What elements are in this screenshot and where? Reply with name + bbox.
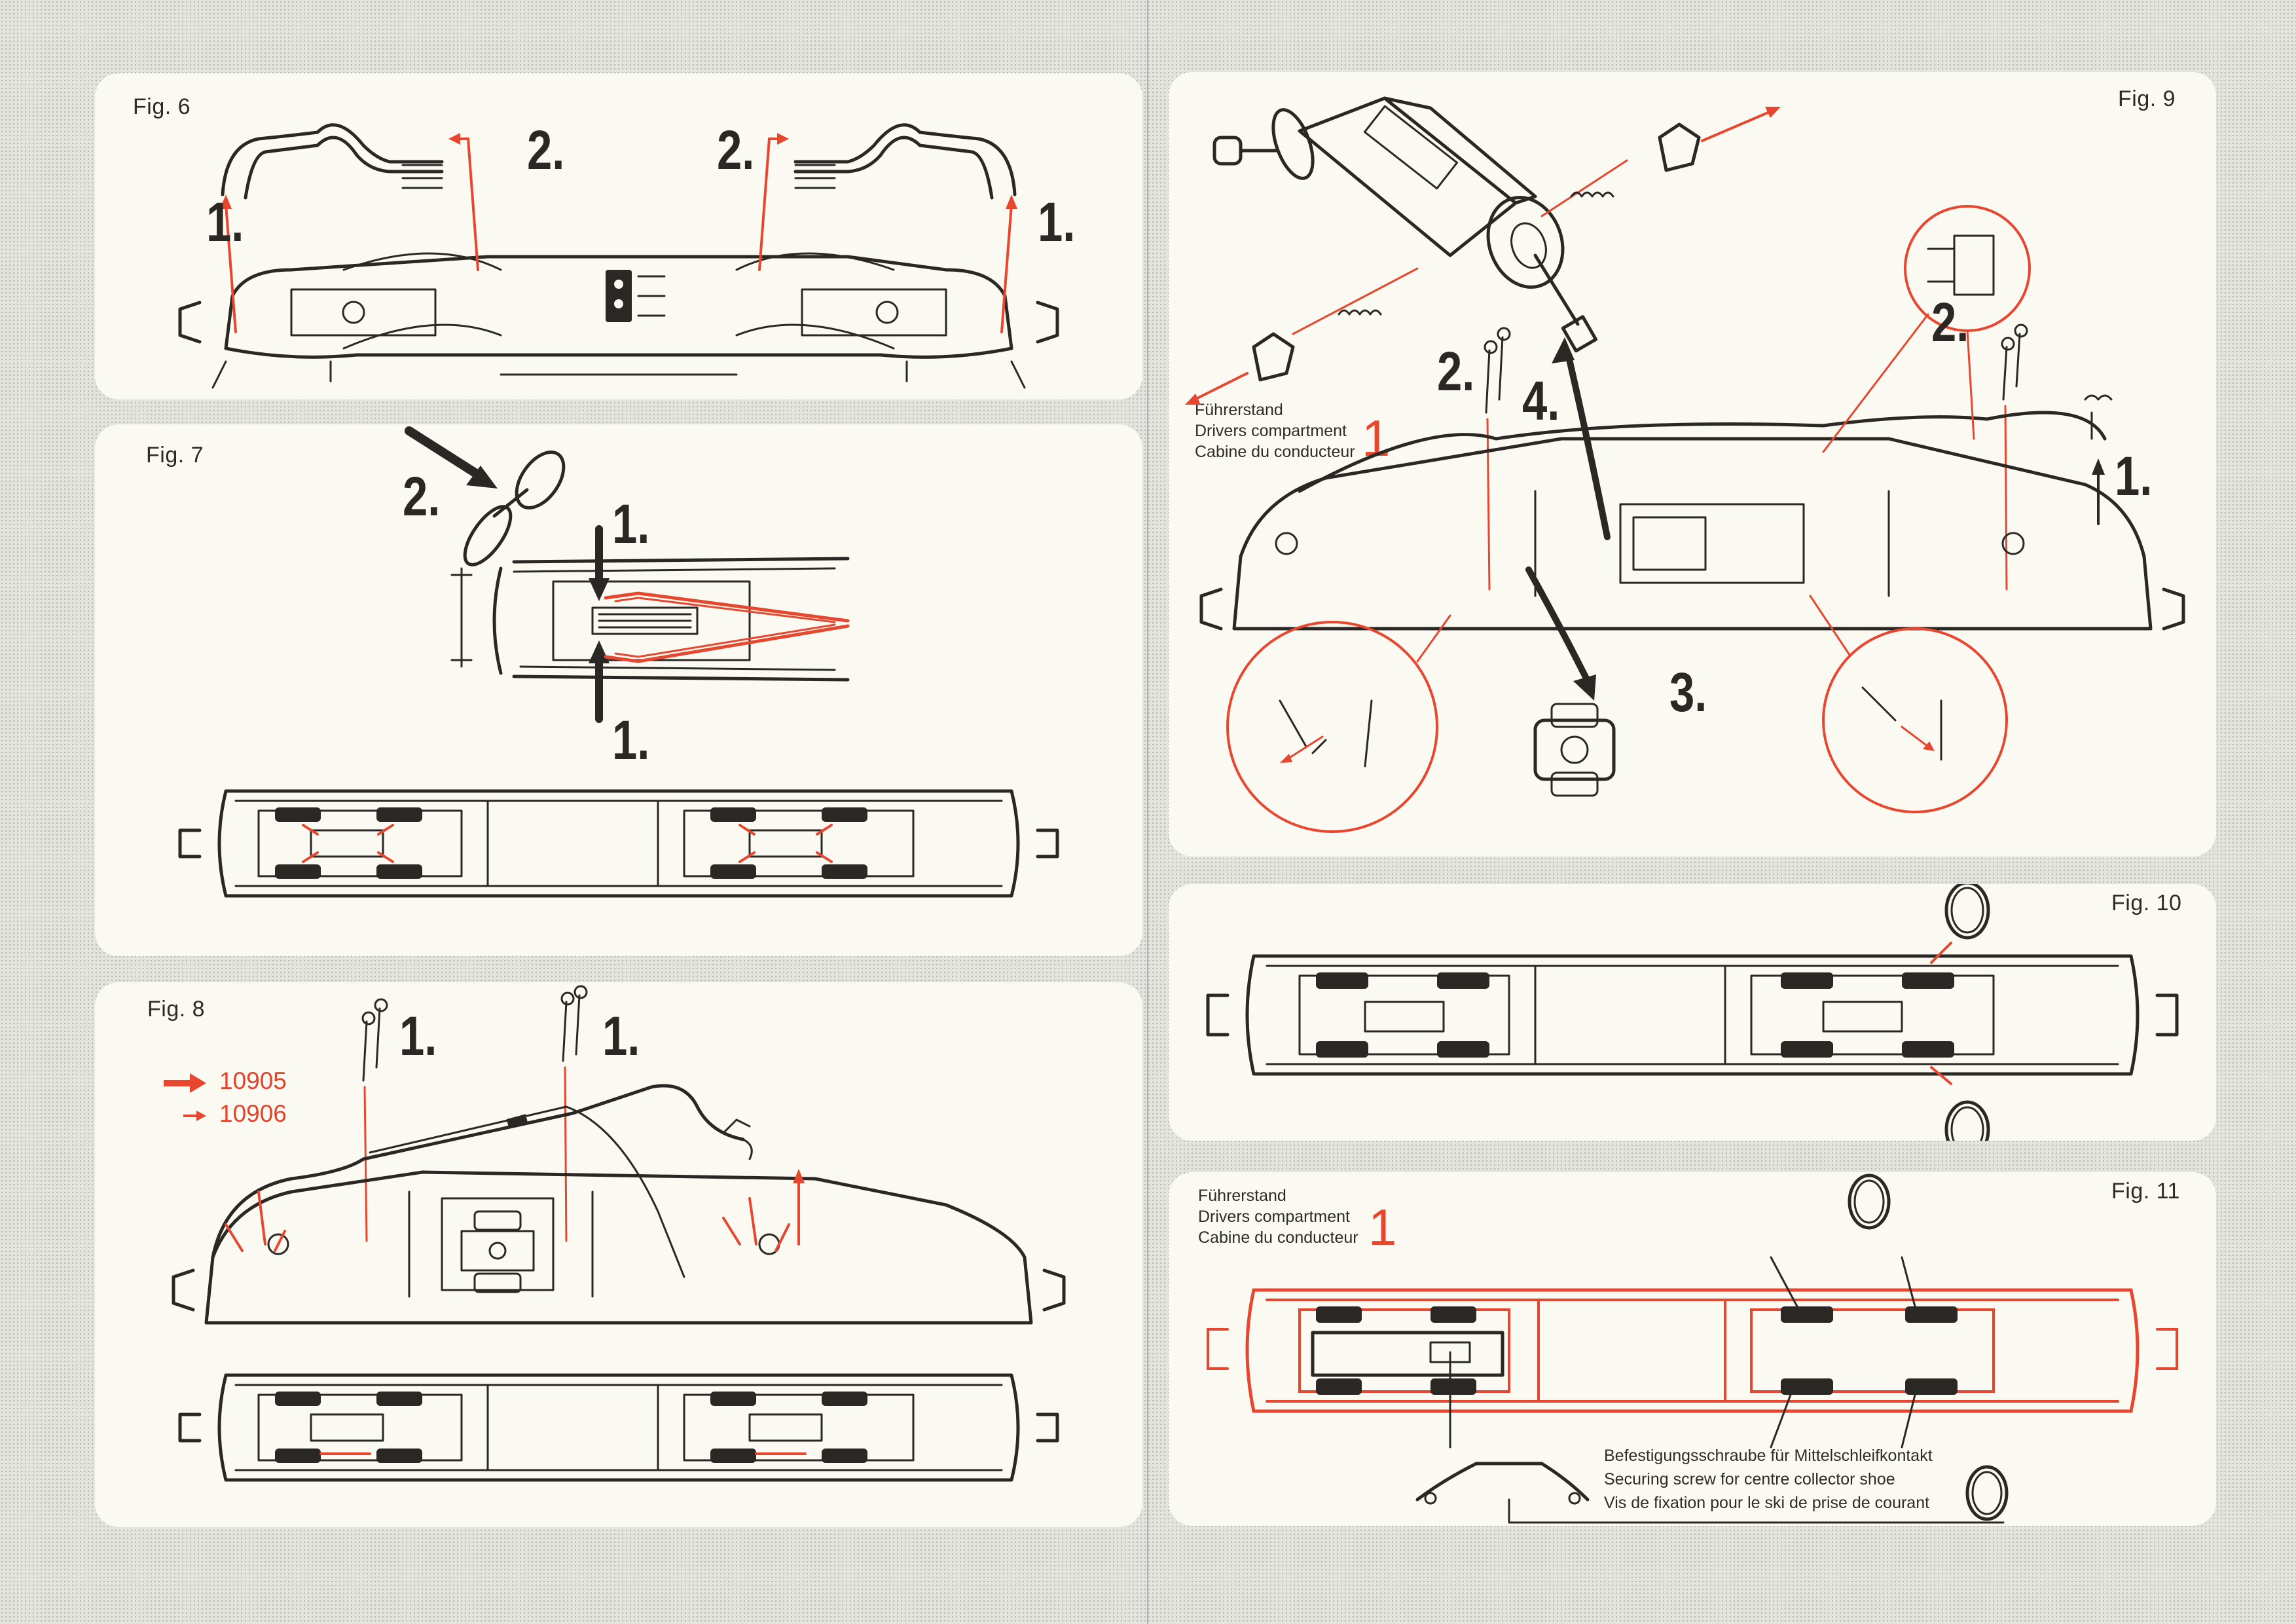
cab-label-french: Cabine du conducteur bbox=[1198, 1228, 1358, 1247]
cab-label-german: Führerstand bbox=[1198, 1187, 1286, 1205]
motor-removal-diagram bbox=[1185, 96, 2185, 833]
note-english: Securing screw for centre collector shoe bbox=[1604, 1470, 1895, 1488]
cab-label-german: Führerstand bbox=[1195, 401, 1283, 419]
figure-9-panel: Fig. 9 Führerstand Drivers compartment C… bbox=[1169, 72, 2216, 857]
note-french: Vis de fixation pour le ski de prise de … bbox=[1604, 1494, 1930, 1512]
collector-shoe-diagram bbox=[1207, 1173, 2178, 1524]
collector-shoe-left bbox=[221, 123, 444, 200]
step-number: 2. bbox=[527, 119, 565, 181]
figure-label: Fig. 9 bbox=[2118, 86, 2176, 111]
figure-label: Fig. 7 bbox=[146, 443, 204, 468]
figure-10-panel: Fig. 10 bbox=[1169, 884, 2216, 1141]
step-number: 1. bbox=[206, 191, 244, 253]
step-number: 2. bbox=[717, 119, 755, 181]
figure-label: Fig. 11 bbox=[2111, 1179, 2180, 1204]
bogie-removal-diagram bbox=[178, 426, 1059, 898]
traction-tire-diagram bbox=[1206, 884, 2179, 1141]
collector-shoe-right bbox=[793, 123, 1017, 200]
legend-number: 10905 bbox=[219, 1067, 287, 1094]
step-number: 2. bbox=[1931, 291, 1969, 353]
step-number: 1. bbox=[1038, 191, 1076, 253]
large-arrow-icon bbox=[164, 1073, 206, 1093]
figure-label: Fig. 10 bbox=[2111, 891, 2182, 915]
step-number: 2. bbox=[403, 466, 441, 527]
figure-6-panel: Fig. 6 1. 2. 2. 1. bbox=[95, 73, 1142, 399]
small-arrow-icon bbox=[183, 1111, 206, 1121]
legend-number: 10906 bbox=[219, 1100, 287, 1127]
locomotive-top-view-diagram bbox=[178, 123, 1059, 389]
legend-item-10905: 10905 bbox=[164, 1067, 373, 1097]
cab-number: 1 bbox=[1368, 1198, 1397, 1256]
step-number: 1. bbox=[612, 493, 650, 555]
step-number: 4. bbox=[1522, 370, 1560, 432]
cab-label-french: Cabine du conducteur bbox=[1195, 443, 1355, 461]
step-number: 1. bbox=[602, 1005, 640, 1067]
step-number: 1. bbox=[612, 709, 650, 771]
cab-label-english: Drivers compartment bbox=[1195, 422, 1347, 440]
figure-label: Fig. 8 bbox=[147, 997, 206, 1022]
locomotive-wiring-diagram bbox=[172, 985, 1066, 1482]
page-fold bbox=[1147, 0, 1148, 1624]
step-number: 2. bbox=[1437, 341, 1475, 402]
figure-label: Fig. 6 bbox=[133, 94, 191, 119]
figure-8-panel: Fig. 8 10905 10906 bbox=[95, 982, 1142, 1527]
cab-label-english: Drivers compartment bbox=[1198, 1208, 1350, 1226]
step-number: 3. bbox=[1669, 661, 1707, 723]
step-number: 1. bbox=[399, 1005, 437, 1067]
note-german: Befestigungsschraube für Mittelschleifko… bbox=[1604, 1447, 1933, 1465]
legend-item-10906: 10906 bbox=[164, 1100, 373, 1130]
figure-11-panel: Fig. 11 Führerstand Drivers compartment … bbox=[1169, 1172, 2216, 1526]
step-number: 1. bbox=[2115, 445, 2153, 507]
figure-7-panel: Fig. 7 2. 1. 1. bbox=[95, 424, 1142, 956]
